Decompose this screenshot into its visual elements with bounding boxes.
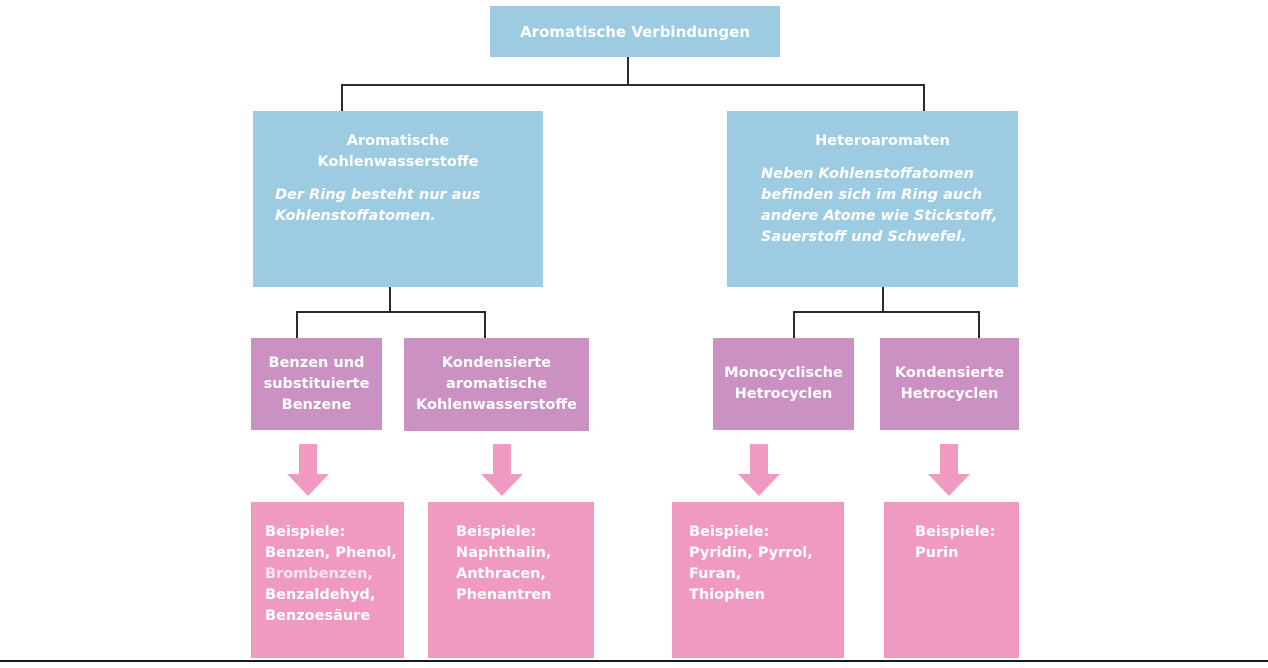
examples-heading: Beispiele: — [915, 524, 996, 540]
connector-right-sub2 — [978, 311, 980, 338]
subcategory-monocyclic-heterocycles: Monocyclische Hetrocyclen — [713, 338, 854, 430]
down-arrow-icon — [287, 444, 329, 496]
connector-right-drop — [923, 84, 925, 111]
connector-right-stem — [882, 287, 884, 313]
category-title: Heteroaromaten — [815, 133, 950, 149]
example-item: Pyridin, Pyrrol, — [689, 545, 813, 561]
example-item: Purin — [915, 545, 959, 561]
examples-condensed-aromatic: Beispiele: Naphthalin, Anthracen, Phenan… — [428, 502, 594, 658]
subcategory-label: Kondensierte Hetrocyclen — [894, 365, 1005, 402]
connector-right-bar — [793, 311, 980, 313]
examples-condensed-heterocycles: Beispiele: Purin — [884, 502, 1019, 658]
down-arrow-icon — [928, 444, 970, 496]
connector-right-sub1 — [793, 311, 795, 338]
examples-heading: Beispiele: — [265, 524, 346, 540]
bottom-divider — [0, 660, 1268, 662]
examples-heading: Beispiele: — [689, 524, 770, 540]
example-item: Benzoesäure — [265, 608, 371, 624]
root-label: Aromatische Verbindungen — [520, 22, 750, 41]
category-aromatic-hydrocarbons: Aromatische Kohlenwasserstoffe Der Ring … — [253, 111, 543, 287]
examples-heading: Beispiele: — [456, 524, 537, 540]
example-item: Naphthalin, — [456, 545, 552, 561]
connector-left-stem — [389, 287, 391, 313]
connector-left-drop — [341, 84, 343, 111]
example-item: Furan, — [689, 566, 742, 582]
subcategory-label: Benzen und substituierte Benzene — [263, 354, 370, 413]
down-arrow-icon — [738, 444, 780, 496]
connector-left-sub1 — [296, 311, 298, 338]
example-item: Benzen, Phenol, — [265, 545, 397, 561]
category-heteroaromatics: Heteroaromaten Neben Kohlenstoffatomen b… — [727, 111, 1018, 287]
examples-benzene: Beispiele: Benzen, Phenol, Brombenzen, B… — [251, 502, 404, 658]
examples-monocyclic-heterocycles: Beispiele: Pyridin, Pyrrol, Furan, Thiop… — [672, 502, 844, 658]
connector-left-sub2 — [484, 311, 486, 338]
category-title: Aromatische Kohlenwasserstoffe — [317, 133, 479, 170]
example-item: Anthracen, — [456, 566, 546, 582]
subcategory-condensed-heterocycles: Kondensierte Hetrocyclen — [880, 338, 1019, 430]
example-item: Benzaldehyd, — [265, 587, 376, 603]
subcategory-benzene: Benzen und substituierte Benzene — [251, 338, 382, 430]
example-item: Thiophen — [689, 587, 766, 603]
example-item: Brombenzen, — [265, 566, 373, 582]
root-node: Aromatische Verbindungen — [490, 6, 780, 57]
subcategory-condensed-aromatic: Kondensierte aromatische Kohlenwassersto… — [404, 338, 589, 431]
connector-root-bar — [341, 84, 925, 86]
subcategory-label: Kondensierte aromatische Kohlenwassersto… — [416, 355, 577, 413]
down-arrow-icon — [481, 444, 523, 496]
connector-left-bar — [296, 311, 486, 313]
connector-root-stem — [627, 57, 629, 85]
category-description: Der Ring besteht nur aus Kohlenstoffatom… — [275, 187, 481, 224]
example-item: Phenantren — [456, 587, 552, 603]
category-description: Neben Kohlenstoffatomen befinden sich im… — [761, 166, 998, 245]
subcategory-label: Monocyclische Hetrocyclen — [724, 365, 843, 402]
